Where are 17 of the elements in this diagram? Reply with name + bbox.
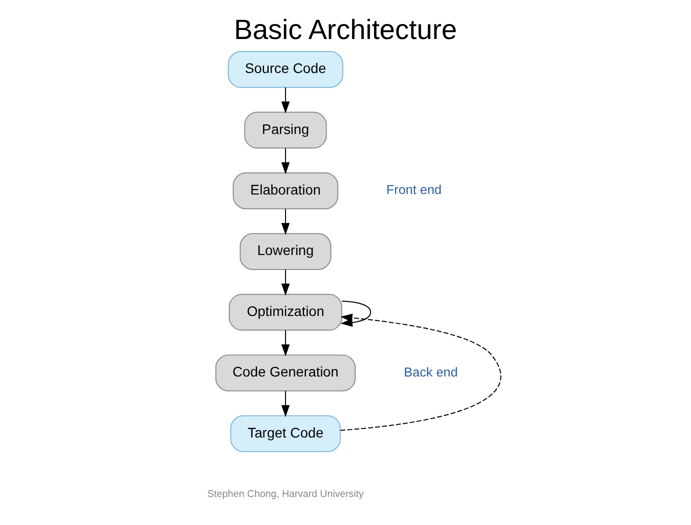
node-box: Source Code (228, 51, 344, 88)
node-box: Lowering (240, 233, 332, 270)
arrow (281, 86, 290, 114)
node-box: Parsing (244, 112, 327, 149)
arrow (281, 148, 290, 174)
node-box: Target Code (230, 415, 341, 452)
arrow (281, 330, 290, 356)
arrow (281, 390, 290, 418)
label: Front end (386, 182, 442, 198)
node-box: Code Generation (215, 354, 356, 392)
label: Back end (404, 364, 458, 380)
arrow (281, 208, 290, 235)
label: Stephen Chong, Harvard University (207, 488, 364, 500)
node-box: Optimization (228, 294, 342, 331)
arrow (281, 269, 290, 296)
node-box: Elaboration (232, 172, 338, 210)
diagram-title: Basic Architecture (234, 14, 457, 45)
